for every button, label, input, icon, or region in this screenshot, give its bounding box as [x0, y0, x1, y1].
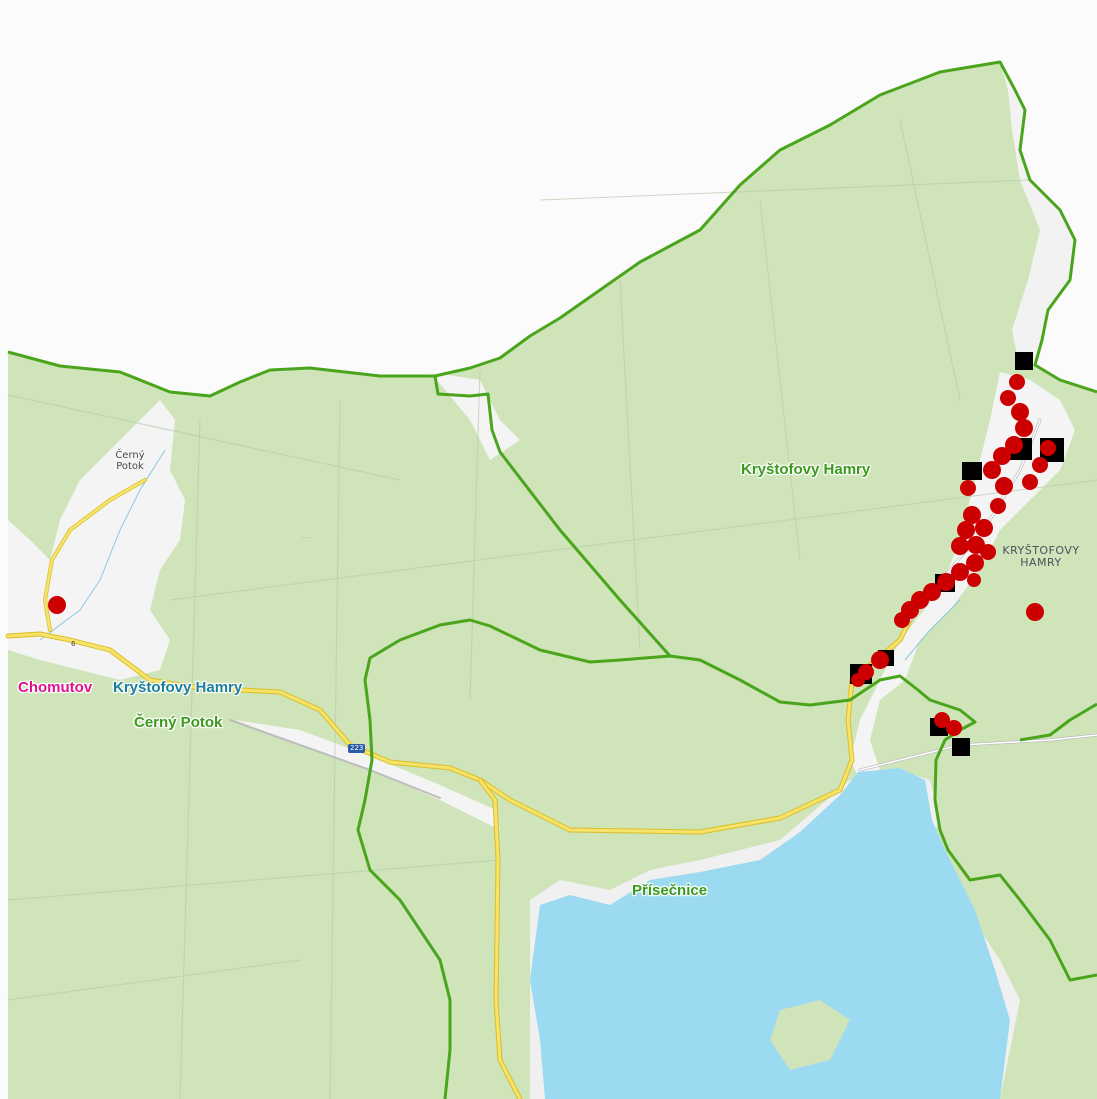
occurrence-dot: [966, 554, 984, 572]
label-prisecnice: Přísečnice: [632, 882, 708, 899]
occurrence-dot: [871, 651, 889, 669]
label-cerny-potok: Černý Potok: [134, 714, 223, 731]
grid-square: [962, 462, 982, 480]
occurrence-dot: [48, 596, 66, 614]
occurrence-dot: [993, 447, 1011, 465]
forest-note: · · ·: [302, 535, 312, 542]
occurrence-dot: [1032, 457, 1048, 473]
boundary-south-west: [356, 719, 452, 1099]
village-label-line-2: Potok: [116, 461, 144, 472]
occurrence-dot: [995, 477, 1013, 495]
occurrence-dot: [934, 712, 950, 728]
town-label-line-2: HAMRY: [1020, 556, 1062, 569]
grid-square: [952, 738, 970, 756]
occurrence-dot: [1011, 403, 1029, 421]
occurrence-dot: [1000, 390, 1016, 406]
boundary-north: [7, 350, 672, 657]
occurrence-dot: [990, 498, 1006, 514]
occurrence-dot: [975, 519, 993, 537]
occurrence-dot: [1005, 436, 1023, 454]
occurrence-dot: [1022, 474, 1038, 490]
open-land-strip: [1000, 62, 1075, 370]
label-krystofovy-hamry-teal: Kryštofovy Hamry: [113, 679, 243, 696]
village-label-cerny-potok: Černý Potok: [108, 450, 152, 472]
occurrence-dots: [48, 374, 1056, 736]
road-shield: 223: [348, 744, 366, 753]
town-label-krystofovy-hamry: KRYŠTOFOVY HAMRY: [995, 545, 1087, 569]
road-shield-small: 6: [71, 640, 76, 648]
grid-lines: [7, 119, 1097, 1099]
roads: [5, 418, 1097, 1099]
boundary-north-east: [434, 60, 1097, 394]
occurrence-dot: [1009, 374, 1025, 390]
town-label-line-1: KRYŠTOFOVY: [1002, 544, 1080, 557]
occurrence-dot: [980, 544, 996, 560]
occurrence-dot: [967, 573, 981, 587]
village-label-line-1: Černý: [115, 450, 145, 461]
occurrence-dot: [963, 506, 981, 524]
streams: [39, 449, 961, 661]
occurrence-dot: [894, 612, 910, 628]
boundary-loop: [363, 618, 1097, 982]
occurrence-dot: [1040, 440, 1056, 456]
occurrence-dot: [1015, 419, 1033, 437]
boundary-middle: [1019, 702, 1097, 742]
lake-island: [770, 1000, 850, 1070]
occurrence-dot: [960, 480, 976, 496]
occurrence-dot: [951, 537, 969, 555]
lake-prisecnice: [530, 768, 1010, 1099]
occurrence-dot: [951, 563, 969, 581]
label-krystofovy-hamry-green: Kryštofovy Hamry: [741, 461, 871, 478]
occurrence-dot: [957, 521, 975, 539]
occurrence-dot: [937, 573, 955, 591]
grid-square: [1015, 352, 1033, 370]
admin-boundaries: [7, 60, 1097, 1099]
occurrence-dot: [983, 461, 1001, 479]
occurrence-dot: [946, 720, 962, 736]
occurrence-dot: [851, 673, 865, 687]
occurrence-dot: [1026, 603, 1044, 621]
label-chomutov: Chomutov: [18, 679, 93, 696]
